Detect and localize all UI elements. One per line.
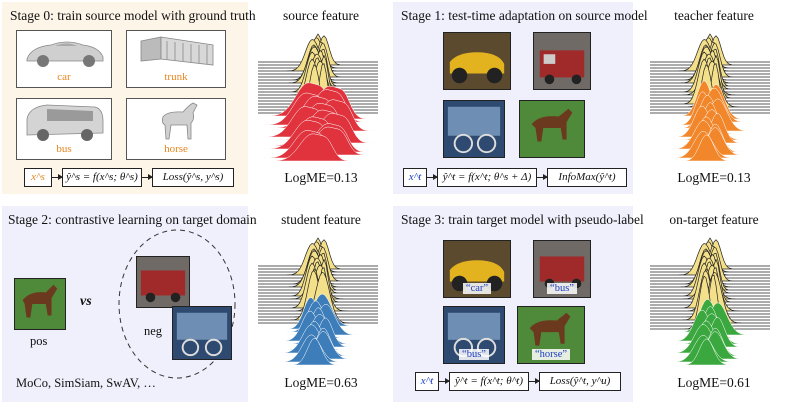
teacher-feature-title: teacher feature: [674, 8, 754, 23]
stage0-title: Stage 0: train source model with ground …: [10, 8, 256, 23]
horses-photo: [519, 100, 585, 158]
source-feature-logme: LogME=0.13: [284, 170, 358, 185]
source-model-box: ŷ^s = f(x^s; θ^s): [62, 168, 142, 187]
stage3-panel: Stage 3: train target model with pseudo-…: [393, 206, 644, 402]
arrow: [537, 174, 548, 180]
on-target-feature-title: on-target feature: [669, 212, 759, 227]
bus-render-tile: bus: [16, 98, 112, 160]
trunk-label: trunk: [164, 71, 188, 83]
pseudo-label-car: “car”: [462, 283, 492, 294]
student-feature-logme: LogME=0.63: [284, 375, 358, 390]
arrow: [427, 174, 438, 180]
negatives-ellipse: [118, 229, 236, 379]
ridge-line: [650, 338, 770, 366]
target-loss-box: Loss(ŷ^t, y^u): [539, 372, 621, 391]
ridge-line: [650, 64, 770, 114]
neg-firetruck-photo: [136, 256, 190, 308]
car-label: car: [57, 71, 71, 83]
stage2-title: Stage 2: contrastive learning on target …: [8, 212, 257, 227]
stage1-title: Stage 1: test-time adaptation on source …: [401, 8, 648, 23]
source-loss-box: Loss(ŷ^s, y^s): [152, 168, 234, 187]
vs-label: vs: [80, 294, 92, 309]
teacher-feature-ridge: [650, 22, 770, 168]
stage1-panel: Stage 1: test-time adaptation on source …: [393, 2, 648, 194]
buggy-photo: [443, 32, 511, 90]
horse-label: horse: [164, 143, 188, 155]
arrow: [529, 378, 540, 384]
truck-render-tile: trunk: [126, 30, 226, 88]
source-input-box: x^s: [24, 168, 52, 187]
car-render-icon: [26, 41, 104, 67]
target-model-box: ŷ^t = f(x^t; θ^t): [449, 372, 529, 391]
pseudo-label-horse: “horse”: [531, 349, 571, 360]
on-target-feature-logme: LogME=0.61: [677, 375, 751, 390]
truck-render-icon: [140, 36, 214, 66]
infomax-box: InfoMax(ŷ^t): [547, 168, 627, 187]
arrow: [439, 378, 450, 384]
bus-label: bus: [56, 143, 72, 155]
arrow: [52, 174, 63, 180]
pseudo-label-bus: “bus”: [459, 349, 489, 360]
on-target-feature-ridge: [650, 226, 770, 372]
car-render-tile: car: [16, 30, 112, 88]
adapted-model-box: ŷ^t = f(x^t; θ^s + Δ): [437, 168, 537, 187]
methods-text: MoCo, SimSiam, SwAV, …: [16, 376, 156, 390]
pos-horses-photo: [14, 278, 66, 330]
horse-render-tile: horse: [126, 98, 226, 160]
student-feature-ridge: [258, 226, 378, 372]
target-input-box: x^t: [415, 372, 439, 391]
stage3-title: Stage 3: train target model with pseudo-…: [401, 212, 644, 227]
bus-render-icon: [26, 104, 104, 141]
source-feature-title: source feature: [282, 8, 360, 23]
pos-label: pos: [30, 334, 48, 348]
target-input-box: x^t: [403, 168, 427, 187]
stage2-panel: Stage 2: contrastive learning on target …: [2, 206, 257, 402]
student-feature-title: student feature: [281, 212, 361, 227]
ridge-line: [258, 133, 378, 162]
horse-render-icon: [161, 102, 198, 140]
bus-bikes-photo: [443, 100, 505, 158]
buggy-photo: “car”: [443, 240, 511, 298]
source-feature-ridge: [258, 22, 378, 168]
neg-bus-photo: [172, 306, 232, 360]
neg-label: neg: [144, 324, 163, 338]
ridge-line: [258, 338, 378, 366]
arrow: [142, 174, 153, 180]
bus-bikes-photo: “bus”: [443, 306, 505, 364]
pseudo-label-bus: “bus”: [547, 283, 577, 294]
teacher-feature-logme: LogME=0.13: [677, 170, 751, 185]
stage0-panel: Stage 0: train source model with ground …: [2, 2, 256, 194]
horses-photo: “horse”: [517, 306, 585, 364]
firetruck-photo: [533, 32, 591, 90]
firetruck-photo: “bus”: [533, 240, 591, 298]
ridge-line: [650, 134, 770, 162]
